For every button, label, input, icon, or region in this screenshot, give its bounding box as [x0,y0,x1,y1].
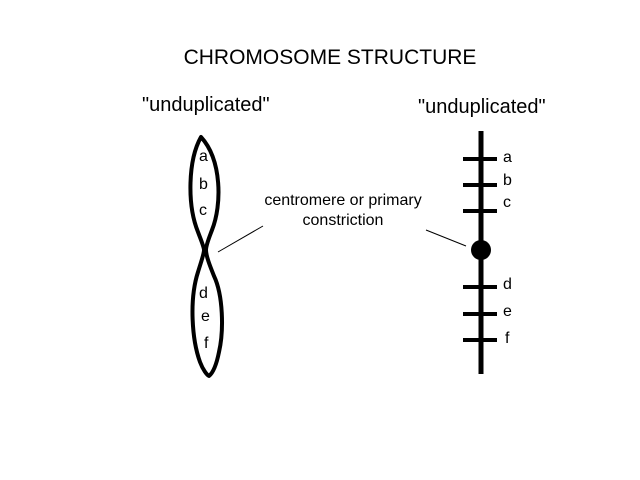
right-gene-label: e [503,303,512,320]
left-chromosome-outline [188,135,224,378]
centromere-label: centromere or primary constriction [264,192,422,229]
right-gene-label: c [503,194,511,211]
right-gene-label: a [503,149,512,166]
left-gene-label: b [199,176,208,193]
left-gene-label: f [204,335,209,352]
left-gene-label: d [199,285,208,302]
right-gene-label: d [503,276,512,293]
leader-line-left [217,225,264,253]
diagram-title: CHROMOSOME STRUCTURE [183,46,477,69]
left-gene-label: a [199,148,208,165]
left-gene-label: e [201,308,210,325]
right-gene-label: b [503,172,512,189]
left-chromosome-label: "unduplicated" [142,94,270,116]
right-gene-label: f [505,330,510,347]
left-gene-label: c [199,202,207,219]
centromere-dot [471,240,491,260]
right-chromosome-label: "unduplicated" [418,96,546,118]
leader-line-right [425,229,467,247]
